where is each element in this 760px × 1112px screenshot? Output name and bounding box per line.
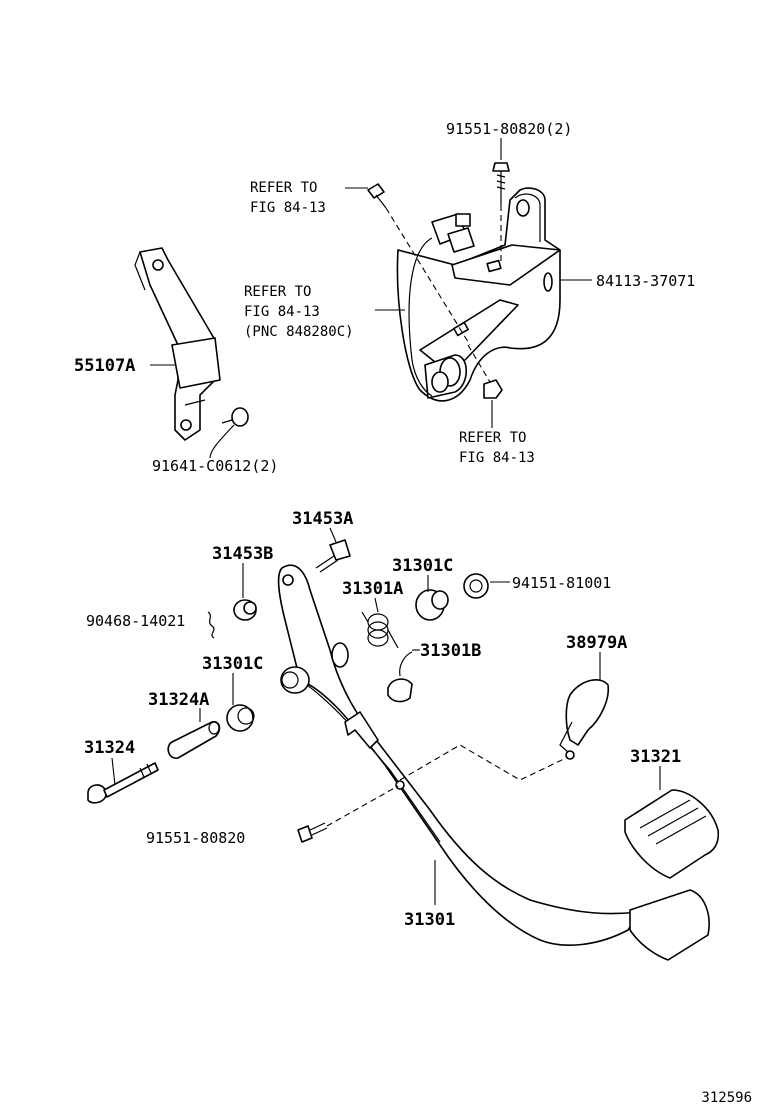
label-31301C-top: 31301C bbox=[392, 556, 453, 576]
bracket-55107A bbox=[134, 247, 221, 441]
spring-31301A-icon bbox=[361, 611, 399, 649]
bolt-31324-icon bbox=[87, 762, 159, 804]
label-91551-80820: 91551-80820 bbox=[146, 829, 245, 847]
collar-31324A-icon bbox=[167, 720, 221, 759]
label-refer-mid-2: FIG 84-13 bbox=[244, 304, 320, 320]
label-31301C-left: 31301C bbox=[202, 654, 263, 674]
labels: 91551-80820(2) REFER TO FIG 84-13 REFER … bbox=[74, 120, 695, 930]
label-refer-top-1: REFER TO bbox=[250, 180, 317, 196]
label-31453A: 31453A bbox=[292, 509, 353, 529]
bolt-31453A-icon bbox=[315, 539, 351, 573]
figure-code: 312596 bbox=[701, 1090, 752, 1106]
label-refer-top-2: FIG 84-13 bbox=[250, 200, 326, 216]
switch-bracket-assembly bbox=[367, 162, 561, 402]
bolt-top-icon bbox=[492, 162, 510, 205]
label-94151-81001: 94151-81001 bbox=[512, 574, 611, 592]
label-90468-14021: 90468-14021 bbox=[86, 612, 185, 630]
pedal-pad-31321-icon bbox=[624, 789, 720, 879]
label-31321: 31321 bbox=[630, 747, 681, 767]
label-refer-mid-1: REFER TO bbox=[244, 284, 311, 300]
label-31301A: 31301A bbox=[342, 579, 403, 599]
label-38979A: 38979A bbox=[566, 633, 627, 653]
bracket-84113-37071 bbox=[396, 187, 561, 402]
label-31301B: 31301B bbox=[420, 641, 481, 661]
clip-90468-icon bbox=[207, 611, 215, 639]
nut-94151-icon bbox=[463, 573, 489, 599]
bushing-31453B-icon bbox=[233, 599, 257, 621]
label-refer-mid-3: (PNC 848280C) bbox=[244, 324, 354, 340]
bushing-31301C-left-icon bbox=[226, 704, 255, 732]
lever-38979A-icon bbox=[559, 679, 610, 760]
label-55107A: 55107A bbox=[74, 356, 135, 376]
label-31453B: 31453B bbox=[212, 544, 273, 564]
label-refer-bot-2: FIG 84-13 bbox=[459, 450, 535, 466]
label-91551-80820-2: 91551-80820(2) bbox=[446, 120, 572, 138]
label-31301: 31301 bbox=[404, 910, 455, 930]
pedal-31301 bbox=[277, 564, 710, 961]
label-31324: 31324 bbox=[84, 738, 135, 758]
nut-icon bbox=[483, 379, 503, 399]
stopper-31301B-icon bbox=[387, 651, 413, 703]
label-31324A: 31324A bbox=[148, 690, 209, 710]
label-91641-C0612-2: 91641-C0612(2) bbox=[152, 457, 278, 475]
screw-icon bbox=[367, 183, 387, 209]
label-refer-bot-1: REFER TO bbox=[459, 430, 526, 446]
bolt-91551-icon bbox=[297, 822, 328, 843]
bushing-31301C-top-icon bbox=[415, 589, 449, 621]
label-84113-37071: 84113-37071 bbox=[596, 272, 695, 290]
clip-91641-icon bbox=[221, 407, 249, 427]
